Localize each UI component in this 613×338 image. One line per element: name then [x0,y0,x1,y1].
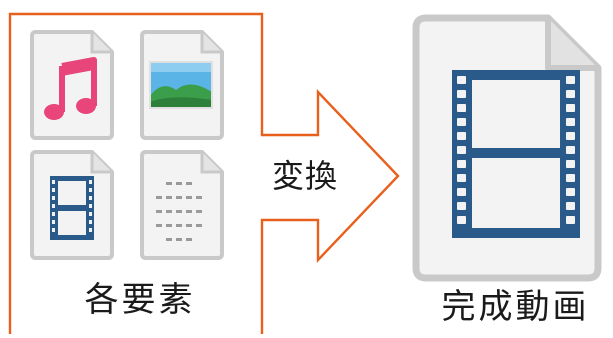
video-file-icon [30,150,114,260]
elements-label: 各要素 [84,280,196,320]
text-file-icon [140,150,224,260]
final-video-label: 完成動画 [441,287,590,327]
final-video-file-icon [412,14,602,282]
convert-label: 変換 [272,157,339,195]
landscape-picture-icon [149,61,213,109]
large-film-strip-icon [452,70,580,238]
music-note-icon [44,57,97,120]
text-lines-icon [156,182,202,241]
elements-outline-arrow [8,12,400,334]
image-file-icon [140,30,224,140]
music-file-icon [30,30,114,140]
film-strip-icon [50,176,94,240]
